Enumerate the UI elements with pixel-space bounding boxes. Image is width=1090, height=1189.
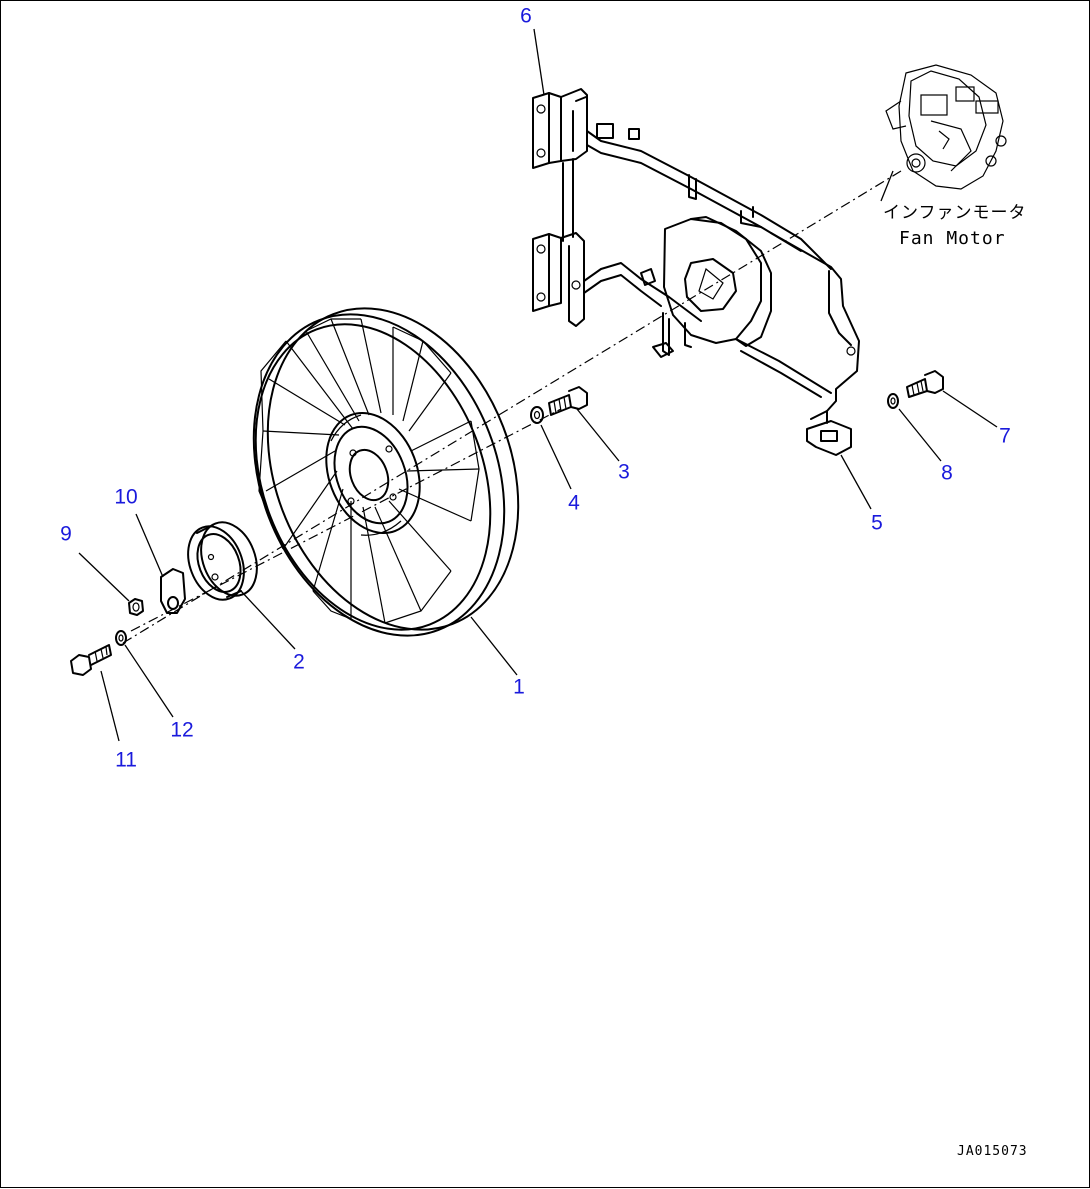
drawing-code: JA015073 — [957, 1144, 1028, 1159]
bolt-part-7 — [906, 370, 944, 398]
bolt-part-11 — [70, 644, 112, 676]
callout-10: 10 — [114, 485, 138, 509]
callout-7: 7 — [999, 424, 1011, 448]
fan-motor-sketch — [885, 64, 1007, 190]
callout-11: 11 — [115, 748, 137, 772]
callout-3: 3 — [618, 460, 630, 484]
callout-4: 4 — [568, 491, 580, 515]
callout-9: 9 — [60, 522, 72, 546]
nut-part-9 — [128, 598, 144, 616]
callout-5: 5 — [871, 511, 883, 535]
washer-part-12 — [115, 630, 127, 646]
cap-part-2 — [187, 521, 258, 601]
washer-part-8 — [887, 393, 899, 409]
callout-8: 8 — [941, 461, 953, 485]
callout-1: 1 — [513, 675, 525, 699]
bolt-part-3 — [548, 386, 588, 416]
callout-12: 12 — [170, 718, 194, 742]
washer-part-4 — [530, 406, 544, 424]
assembly-axis-line-lower — [130, 408, 562, 632]
callout-2: 2 — [293, 650, 305, 674]
fan-part-1 — [252, 307, 520, 637]
callout-6: 6 — [520, 4, 532, 28]
motor-bracket-part-5 — [583, 123, 860, 456]
hinge-bracket-part-6 — [532, 88, 588, 327]
fan-motor-label-en: Fan Motor — [899, 228, 1006, 249]
leader-lines — [78, 28, 998, 742]
fan-motor-label-jp: インファンモータ — [883, 203, 1027, 223]
assembly-axis-line — [122, 170, 902, 644]
lock-plate-part-10 — [160, 568, 186, 614]
